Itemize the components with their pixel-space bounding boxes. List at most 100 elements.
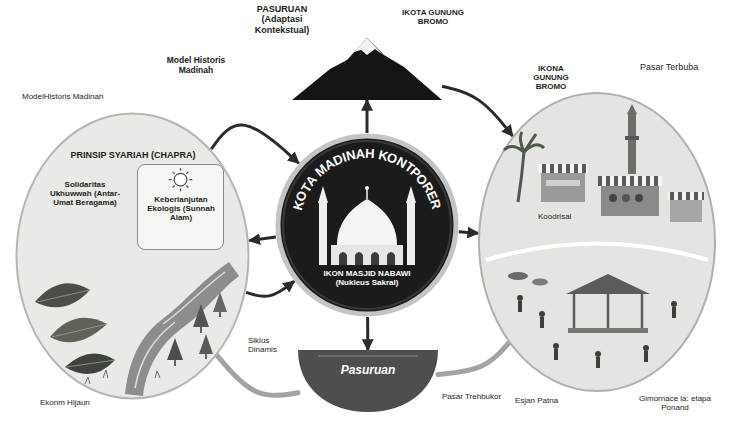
person — [554, 349, 558, 360]
leaf — [50, 318, 107, 342]
dome — [337, 199, 397, 245]
flow-arrow — [366, 317, 369, 350]
text-slot: Koodrisal — [538, 212, 598, 221]
text-slot: Pasuruan — [298, 364, 438, 378]
flow-arrow — [211, 125, 299, 163]
callout-label: Ekonm Hijaun — [40, 398, 120, 407]
tree-trunk — [175, 312, 220, 366]
river-ripple — [135, 272, 225, 388]
flow-arrow — [249, 237, 275, 241]
flow-arc — [217, 356, 298, 396]
market-panel: Koodrisal — [478, 92, 716, 392]
mountain-illustration — [292, 38, 442, 100]
curved-letter: H — [365, 147, 376, 160]
grass — [85, 370, 160, 384]
produce — [635, 194, 643, 202]
person — [672, 307, 676, 318]
text-slot: PRINSIP SYARIAH (CHAPRA) — [53, 150, 213, 160]
flow-arrow — [459, 232, 478, 233]
callout-label: IKONA GUNUNG BROMO — [520, 64, 582, 92]
leaf — [35, 283, 90, 307]
text-slot: IKONA GUNUNG BROMO — [520, 64, 582, 92]
text-slot: Model Historis Madinah — [160, 56, 232, 76]
minaret — [628, 114, 636, 174]
text-slot: Pasar Terbuba — [640, 62, 720, 72]
tree — [167, 338, 183, 360]
river — [125, 262, 239, 396]
callout-label: IKOTA GUNUNG BROMO — [402, 8, 464, 26]
box-text: Solidaritas Ukhuwwah (Antar-Umat Beragam… — [49, 180, 121, 208]
finial — [365, 186, 369, 190]
circle-caption: IKON MASJID NABAWI (Nukleus Sakral) — [307, 269, 427, 287]
callout-label: Pasar Terbuba — [640, 62, 720, 72]
circle-ring — [283, 141, 451, 309]
produce — [622, 194, 630, 202]
stall-counter — [546, 180, 580, 186]
person — [595, 351, 601, 357]
sun-disc — [174, 173, 187, 186]
stall — [601, 186, 659, 216]
panel-outline — [17, 114, 249, 399]
sun-ray — [169, 168, 192, 191]
text-slot: IKOTA GUNUNG BROMO — [402, 8, 464, 26]
person — [517, 295, 523, 301]
flow-arrow — [246, 281, 294, 296]
snow-cap — [354, 38, 383, 55]
flow-arc — [438, 343, 509, 375]
box-text: Keberlanjutan Ekologis (Sunnah Alam) — [141, 195, 221, 223]
gazebo-roof — [566, 274, 650, 294]
curved-letter: R — [428, 198, 443, 212]
bowl-node: Pasuruan — [298, 350, 438, 412]
tree — [199, 334, 213, 354]
text-slot: Solidaritas Ukhuwwah (Antar-Umat Beragam… — [49, 180, 121, 208]
people — [517, 295, 677, 368]
text-slot: Siklus Dinamis — [248, 336, 294, 354]
edge-label: Model Historis Madinah — [160, 56, 232, 76]
circle-ground — [278, 136, 456, 314]
bowl-shape — [298, 350, 438, 412]
awning — [598, 176, 662, 186]
principle-box: Keberlanjutan Ekologis (Sunnah Alam) — [137, 164, 224, 250]
divider — [486, 244, 708, 261]
bowl-illustration — [298, 350, 438, 412]
text-slot: Pasar Trehbukor — [442, 392, 502, 401]
person — [643, 345, 649, 351]
gazebo-post — [574, 294, 642, 328]
market-label: Koodrisal — [538, 212, 598, 221]
text-slot: ModelHistoris Madinah — [22, 92, 142, 101]
text-slot: Esjan Patna — [515, 396, 585, 405]
bowl-label: Pasuruan — [298, 364, 438, 378]
awning — [668, 192, 704, 200]
awning — [538, 164, 588, 173]
center-circle: KOTA MADINAH KONTPORERIKON MASJID NABAWI… — [275, 133, 459, 317]
leaf-vein — [37, 290, 115, 367]
person — [540, 317, 544, 328]
person — [596, 357, 600, 368]
bowl-rim — [318, 355, 418, 357]
text-slot: Ekonm Hijaun — [40, 398, 120, 407]
panel-heading: PRINSIP SYARIAH (CHAPRA) — [53, 150, 213, 160]
palm-frond — [504, 132, 544, 152]
panel-outline — [479, 93, 715, 391]
person — [553, 343, 559, 349]
callout-label: Esjan Patna — [515, 396, 585, 405]
flow-arrow — [366, 100, 369, 133]
person — [644, 351, 648, 362]
text-slot: PASURUAN (Adaptasi Kontekstual) — [244, 4, 320, 35]
principle-box: Solidaritas Ukhuwwah (Antar-Umat Beragam… — [45, 174, 125, 236]
produce — [609, 194, 617, 202]
person — [539, 311, 545, 317]
mosque-illustration — [275, 133, 459, 317]
minaret-cone — [406, 186, 416, 203]
stall — [541, 173, 585, 202]
mountain-shape — [292, 38, 442, 100]
minaret-cone — [318, 186, 328, 203]
minaret-cone — [627, 104, 637, 114]
callout-label: ModelHistoris Madinah — [22, 92, 142, 101]
market-illustration — [478, 92, 716, 392]
flow-arrow — [442, 86, 513, 136]
circle-title: KOTA MADINAH KONTPORER — [275, 133, 459, 317]
stall — [670, 200, 702, 222]
text-slot: Keberlanjutan Ekologis (Sunnah Alam) — [141, 195, 221, 223]
tree — [213, 292, 227, 312]
